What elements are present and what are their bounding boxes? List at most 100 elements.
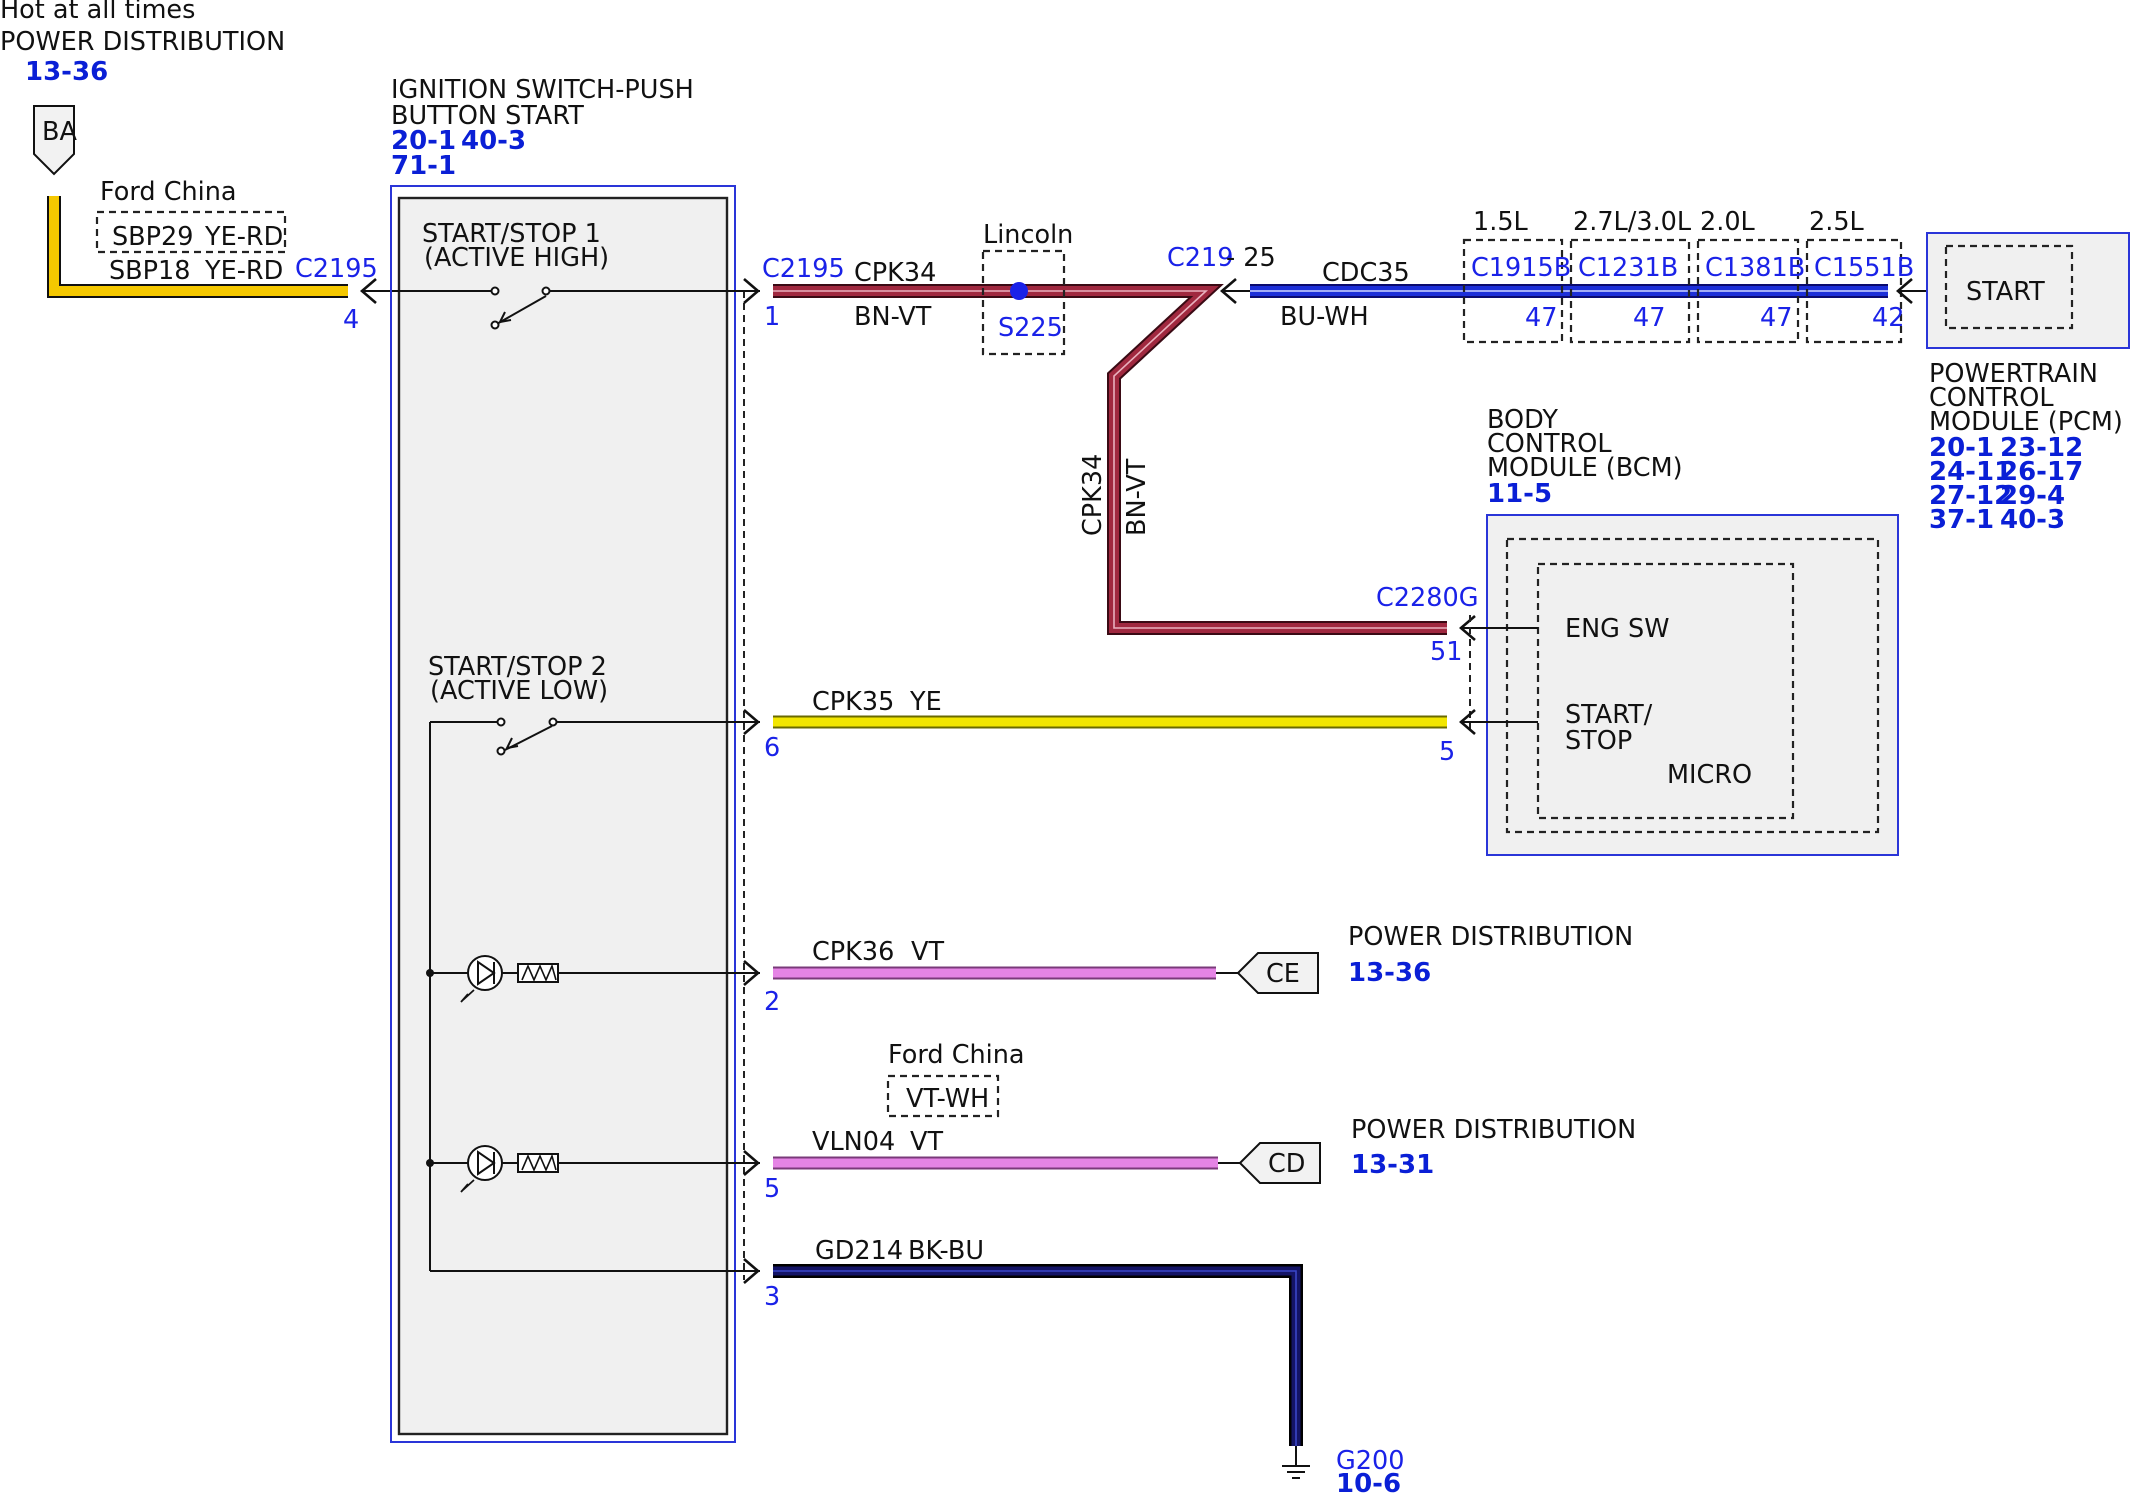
pin-47-a: 47: [1525, 303, 1557, 333]
start-stop-1-switch: [392, 286, 760, 330]
bn-vt-vertical-label: BN-VT: [1122, 458, 1152, 536]
c219-pin: - 25: [1226, 243, 1276, 273]
pcm-ref-3[interactable]: 24-11: [1929, 457, 2012, 487]
lincoln-label: Lincoln: [983, 220, 1073, 250]
bcm-start-stop-2: STOP: [1565, 726, 1632, 756]
bcm-ref[interactable]: 11-5: [1487, 479, 1552, 509]
cdc35-label: CDC35: [1322, 258, 1410, 288]
bu-wh-label: BU-WH: [1280, 302, 1369, 332]
led-indicator-2-icon: [426, 1145, 760, 1193]
power-distribution-cd-ref[interactable]: 13-31: [1351, 1150, 1434, 1180]
engine-2-5l: 2.5L: [1809, 207, 1865, 237]
pcm-title-1: POWERTRAIN: [1929, 359, 2098, 389]
pcm-start-box: [1944, 244, 2074, 330]
ford-china-2-label: Ford China: [888, 1040, 1025, 1070]
bcm-inner-box: [1505, 537, 1880, 834]
bcm-micro-box: [1536, 562, 1795, 820]
start-stop-2-label: START/STOP 2: [428, 652, 607, 682]
ignition-title-1: IGNITION SWITCH-PUSH: [391, 75, 694, 105]
wire-sbp-ye-rd: [47, 196, 348, 298]
ba-connector-label: BA: [42, 117, 77, 147]
ignition-title-2: BUTTON START: [391, 101, 584, 131]
c2280g-connector: C2280G: [1376, 583, 1478, 613]
pcm-ref-2[interactable]: 23-12: [2000, 433, 2083, 463]
start-stop-1-sub: (ACTIVE HIGH): [424, 243, 609, 273]
vln04-label: VLN04: [812, 1127, 895, 1157]
pcm-ref-4[interactable]: 26-17: [2000, 457, 2083, 487]
ford-china-2-option-box: [886, 1074, 1000, 1118]
engine-2-0l: 2.0L: [1700, 207, 1756, 237]
power-distribution-ref[interactable]: 13-36: [25, 57, 108, 87]
bcm-micro: MICRO: [1667, 760, 1752, 790]
start-stop-1-label: START/STOP 1: [422, 219, 601, 249]
ground-icon: [1282, 1446, 1310, 1479]
hot-at-all-times-label: Hot at all times: [0, 0, 195, 25]
ba-connector: BA: [33, 105, 77, 176]
cd-connector-label: CD: [1268, 1149, 1305, 1179]
start-stop-2-sub: (ACTIVE LOW): [430, 676, 608, 706]
pcm-start-label: START: [1966, 277, 2045, 307]
bcm-module-box: [1486, 514, 1899, 856]
ignition-ref-3[interactable]: 71-1: [391, 151, 456, 181]
pcm-ref-6[interactable]: 29-4: [2000, 481, 2065, 511]
bn-vt-label: BN-VT: [854, 302, 932, 332]
c219-connector: C219: [1167, 243, 1233, 273]
c1381b-connector: C1381B: [1705, 253, 1805, 283]
c1381b-option-box: [1696, 238, 1800, 344]
ce-connector: CE: [1216, 952, 1319, 994]
ce-connector-label: CE: [1266, 959, 1300, 989]
sbp18-label: SBP18: [109, 256, 191, 286]
s225-label: S225: [998, 313, 1063, 343]
cpk35-label: CPK35: [812, 687, 894, 717]
pin-51: 51: [1430, 637, 1462, 667]
wire-cpk34-bn-vt: [773, 284, 1447, 635]
ignition-ref-2[interactable]: 40-3: [461, 126, 526, 156]
pin-5-lower: 5: [764, 1174, 780, 1204]
c1231b-connector: C1231B: [1578, 253, 1678, 283]
start-stop-2-switch: [430, 717, 760, 756]
bcm-title-2: CONTROL: [1487, 429, 1612, 459]
c1551b-connector: C1551B: [1814, 253, 1914, 283]
sbp29-color: YE-RD: [204, 222, 283, 252]
vt-wh-label: VT-WH: [906, 1084, 989, 1114]
cd-connector: CD: [1218, 1142, 1321, 1184]
pcm-ref-7[interactable]: 37-1: [1929, 505, 1994, 535]
ignition-switch-outer-box: [390, 185, 736, 1443]
sbp18-color: YE-RD: [204, 256, 283, 286]
power-distribution-ce-ref[interactable]: 13-36: [1348, 958, 1431, 988]
ford-china-option-box: [95, 210, 287, 254]
c2195-left-connector: C2195: [295, 254, 378, 284]
pin-5-bcm: 5: [1439, 737, 1455, 767]
power-distribution-label: POWER DISTRIBUTION: [0, 27, 285, 57]
c1915b-connector: C1915B: [1471, 253, 1571, 283]
pcm-ref-1[interactable]: 20-1: [1929, 433, 1994, 463]
pin-47-b: 47: [1633, 303, 1665, 333]
bcm-title-3: MODULE (BCM): [1487, 453, 1683, 483]
pin-4: 4: [343, 305, 359, 335]
pin-47-c: 47: [1760, 303, 1792, 333]
pin-1: 1: [764, 302, 780, 332]
engine-1-5l: 1.5L: [1473, 207, 1529, 237]
vt-label-2: VT: [910, 1127, 943, 1157]
pin-6: 6: [764, 733, 780, 763]
ye-label: YE: [909, 687, 942, 717]
g200-ref[interactable]: 10-6: [1336, 1469, 1401, 1494]
cpk36-label: CPK36: [812, 937, 894, 967]
ignition-switch-body: [397, 196, 729, 1436]
pcm-title-3: MODULE (PCM): [1929, 407, 2123, 437]
s225-splice-dot: [1010, 282, 1028, 300]
gd214-label: GD214: [815, 1236, 903, 1266]
bcm-start-stop-1: START/: [1565, 700, 1653, 730]
pcm-title-2: CONTROL: [1929, 383, 2054, 413]
power-distribution-ce-label: POWER DISTRIBUTION: [1348, 922, 1633, 952]
lincoln-option-box: [981, 249, 1066, 356]
led-indicator-1-icon: [426, 955, 760, 1003]
bk-bu-label: BK-BU: [908, 1236, 984, 1266]
pin-42: 42: [1872, 303, 1904, 333]
pcm-ref-5[interactable]: 27-12: [1929, 481, 2012, 511]
ignition-ref-1[interactable]: 20-1: [391, 126, 456, 156]
engine-2-7l: 2.7L/3.0L: [1573, 207, 1692, 237]
c1915b-option-box: [1462, 238, 1564, 344]
pcm-ref-8[interactable]: 40-3: [2000, 505, 2065, 535]
